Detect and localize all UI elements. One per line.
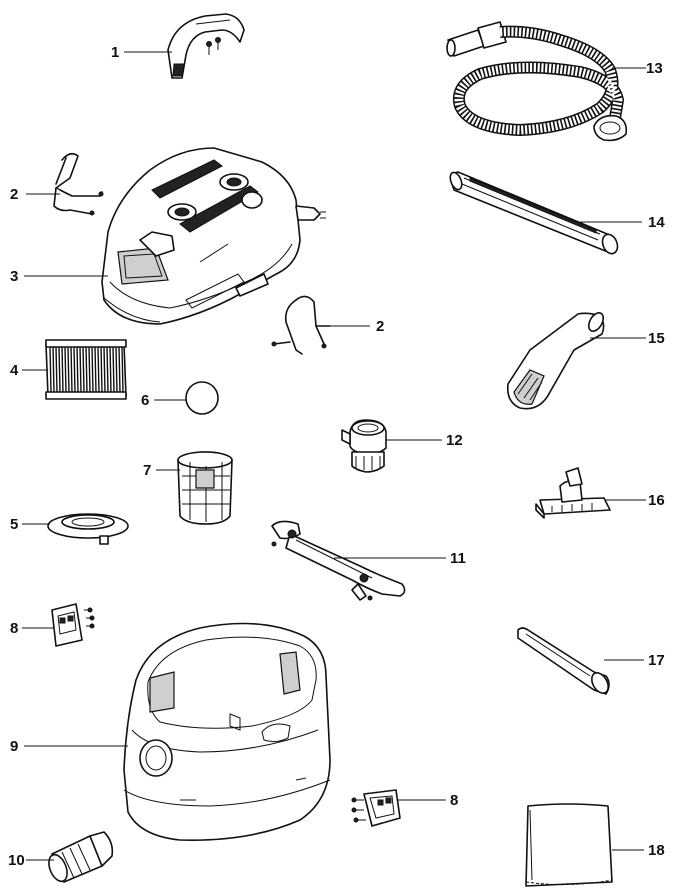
filter-pleat — [91, 346, 94, 393]
label-10: 10 — [8, 852, 25, 869]
filter-part — [45, 339, 127, 400]
label-1: 1 — [111, 44, 119, 61]
filter-cage-part — [177, 451, 233, 525]
handle-part — [167, 13, 245, 79]
filter-pleat — [109, 346, 112, 393]
filter-pleat — [49, 346, 52, 393]
filter-pleat — [97, 346, 100, 393]
label-5: 5 — [10, 516, 18, 533]
crevice-tool-part — [517, 627, 610, 695]
filter-pleat — [58, 346, 61, 393]
filter-pleat — [64, 346, 67, 393]
filter-pleat — [112, 346, 115, 393]
label-8-right: 8 — [450, 792, 458, 809]
filter-pleat — [88, 346, 91, 393]
label-14: 14 — [648, 214, 665, 231]
filter-pleat — [55, 346, 58, 393]
label-13: 13 — [646, 60, 663, 77]
label-12: 12 — [446, 432, 463, 449]
dust-bag-part — [525, 803, 613, 887]
extension-wand-part — [449, 171, 619, 255]
label-15: 15 — [648, 330, 665, 347]
lid-part — [101, 147, 326, 325]
filter-pleat — [61, 346, 64, 393]
label-4: 4 — [10, 362, 19, 379]
filter-pleat — [52, 346, 55, 393]
filter-pleat — [118, 346, 121, 393]
filter-pleat — [79, 346, 82, 393]
bracket-right-part — [351, 789, 401, 827]
bracket-left-part — [51, 603, 95, 647]
filter-pleat — [85, 346, 88, 393]
caster-left-part — [53, 152, 104, 216]
filter-pleat — [82, 346, 85, 393]
filter-pleat — [94, 346, 97, 393]
filter-pleat — [73, 346, 76, 393]
label-18: 18 — [648, 842, 665, 859]
label-8-left: 8 — [10, 620, 18, 637]
label-2-right: 2 — [376, 318, 384, 335]
filter-pleat — [103, 346, 106, 393]
label-9: 9 — [10, 738, 18, 755]
label-16: 16 — [648, 492, 665, 509]
filter-pleat — [67, 346, 70, 393]
filter-pleat — [70, 346, 73, 393]
cage-seal-part — [47, 513, 129, 545]
label-7: 7 — [143, 462, 151, 479]
floor-nozzle-part — [535, 467, 611, 519]
filter-pleat — [115, 346, 118, 393]
filter-pleat — [121, 346, 124, 393]
float-part — [185, 381, 219, 415]
cord-wrap-part — [271, 520, 406, 601]
inlet-part — [48, 831, 114, 883]
label-2-left: 2 — [10, 186, 18, 203]
label-11: 11 — [450, 550, 466, 567]
filter-pleat — [76, 346, 79, 393]
label-3: 3 — [10, 268, 18, 285]
utility-nozzle-part — [506, 312, 605, 410]
hose-part — [446, 21, 628, 142]
filter-pleat — [100, 346, 103, 393]
label-17: 17 — [648, 652, 665, 669]
label-6: 6 — [141, 392, 149, 409]
caster-right-part — [271, 295, 331, 355]
tank-part — [123, 622, 331, 841]
adapter-part — [341, 419, 387, 473]
filter-pleat — [106, 346, 109, 393]
